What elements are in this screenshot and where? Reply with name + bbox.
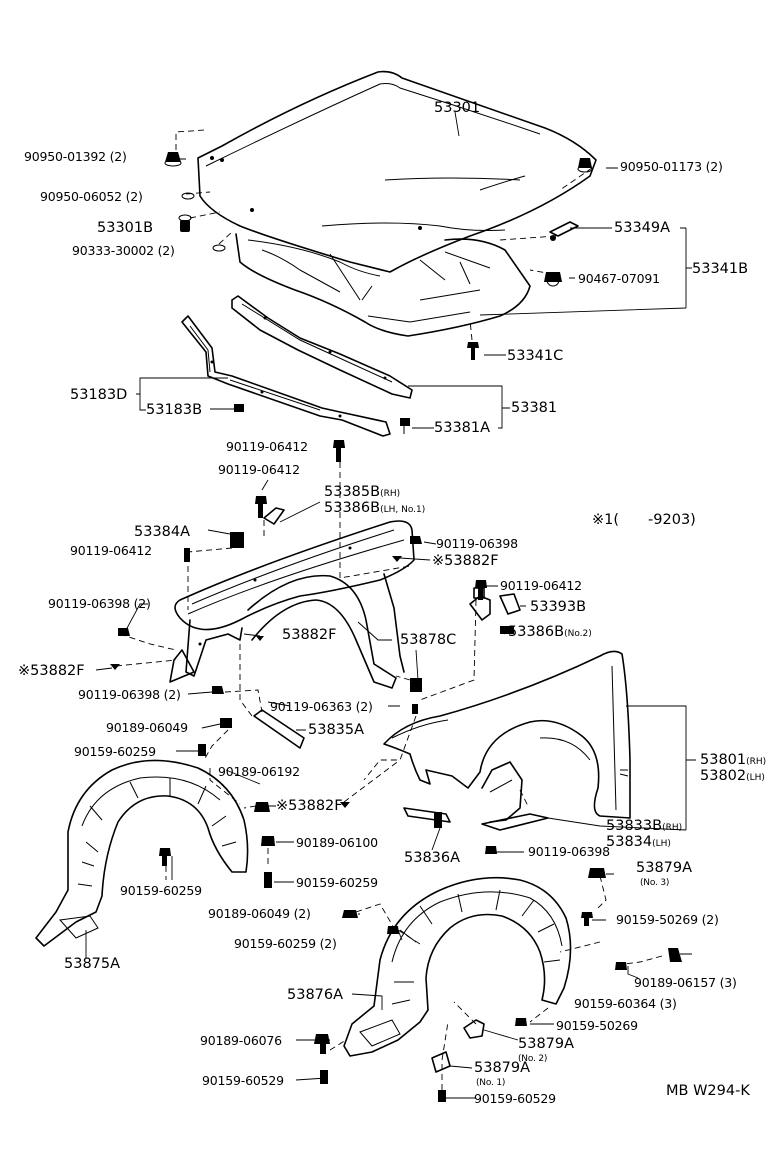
label-90950-01173: 90950-01173 (2) (620, 159, 723, 174)
right-fender-fasteners (340, 580, 549, 854)
label-53341b: 53341B (692, 261, 749, 277)
label-90189-06076: 90189-06076 (200, 1033, 282, 1048)
label-90159-60529-b: 90159-60529 (474, 1091, 556, 1106)
label-90119-06412-right: 90119-06412 (500, 578, 582, 593)
label-53875a: 53875A (64, 956, 121, 972)
right-liner-fasteners (314, 868, 682, 1102)
label-53341c: 53341C (507, 348, 564, 364)
label-note-star: ※1( -9203) (592, 512, 696, 528)
label-90189-06049: 90189-06049 (106, 720, 188, 735)
label-53882f-right: ※53882F (432, 553, 499, 569)
label-90159-50269-2: 90159-50269 (2) (616, 912, 719, 927)
label-90159-60259-c: 90159-60259 (296, 875, 378, 890)
label-90189-06192: 90189-06192 (218, 764, 300, 779)
label-90189-06100: 90189-06100 (296, 835, 378, 850)
label-53301b: 53301B (97, 220, 154, 236)
right-fender-panel (383, 587, 631, 823)
label-53835a: 53835A (308, 722, 365, 738)
label-90159-60259-a: 90159-60259 (74, 744, 156, 759)
label-53384a: 53384A (134, 524, 191, 540)
label-53879a-no3-sfx: (No. 3) (640, 878, 670, 888)
label-90119-06398-low: 90119-06398 (528, 844, 610, 859)
label-90119-06412-mid: 90119-06412 (218, 462, 300, 477)
label-53349a: 53349A (614, 220, 671, 236)
label-53386b-no1: 53386B(LH, No.1) (324, 500, 426, 516)
label-ref-code: MB W294-K (666, 1083, 750, 1099)
label-90119-06398-2b: 90119-06398 (2) (78, 687, 181, 702)
label-53882f-left: ※53882F (18, 663, 85, 679)
left-liner-fasteners (159, 802, 275, 888)
label-90950-01392: 90950-01392 (2) (24, 149, 127, 164)
label-90333-30002: 90333-30002 (2) (72, 243, 175, 258)
label-53882f-low: ※53882F (276, 798, 343, 814)
label-53879a-no1-sfx: (No. 1) (476, 1078, 506, 1088)
label-53183b: 53183B (146, 402, 203, 418)
label-53381: 53381 (511, 400, 558, 416)
label-90467-07091: 90467-07091 (578, 271, 660, 286)
label-53183d: 53183D (70, 387, 128, 403)
label-53879a-no3: 53879A (636, 860, 693, 876)
label-53386b-no2: 53386B(No.2) (508, 624, 592, 640)
label-90119-06412-left: 90119-06412 (70, 543, 152, 558)
label-90159-50269: 90159-50269 (556, 1018, 638, 1033)
label-90159-60259-2: 90159-60259 (2) (234, 936, 337, 951)
hood-seals (181, 295, 413, 437)
left-fender-liner (35, 759, 249, 947)
label-53385b: 53385B(RH) (324, 484, 401, 500)
label-53393b: 53393B (530, 599, 587, 615)
label-53301-hood: 53301 (434, 100, 481, 116)
label-90159-60364: 90159-60364 (3) (574, 996, 677, 1011)
label-53834: 53834(LH) (606, 834, 671, 850)
label-53802: 53802(LH) (700, 768, 765, 784)
hood-panel (197, 70, 597, 337)
label-53876a: 53876A (287, 987, 344, 1003)
label-90950-06052: 90950-06052 (2) (40, 189, 143, 204)
label-90189-06157: 90189-06157 (3) (634, 975, 737, 990)
label-90159-60259-b: 90159-60259 (120, 883, 202, 898)
label-90119-06363: 90119-06363 (2) (270, 699, 373, 714)
label-53381a: 53381A (434, 420, 491, 436)
label-53836a: 53836A (404, 850, 461, 866)
label-90189-06049-2: 90189-06049 (2) (208, 906, 311, 921)
label-53879a-no2-sfx: (No. 2) (518, 1054, 548, 1064)
label-53878c: 53878C (400, 632, 457, 648)
label-53879a-no1: 53879A (474, 1060, 531, 1076)
left-fender-group (169, 520, 415, 689)
label-53879a-no2: 53879A (518, 1036, 575, 1052)
label-90119-06398-right: 90119-06398 (436, 536, 518, 551)
label-53801: 53801(RH) (700, 752, 767, 768)
label-53833b: 53833B(RH) (606, 818, 683, 834)
label-90119-06398-2: 90119-06398 (2) (48, 596, 151, 611)
label-53882f-mid: 53882F (282, 627, 337, 643)
left-fender-fasteners (110, 440, 422, 756)
label-90159-60529-a: 90159-60529 (202, 1073, 284, 1088)
label-90119-06412-top: 90119-06412 (226, 439, 308, 454)
